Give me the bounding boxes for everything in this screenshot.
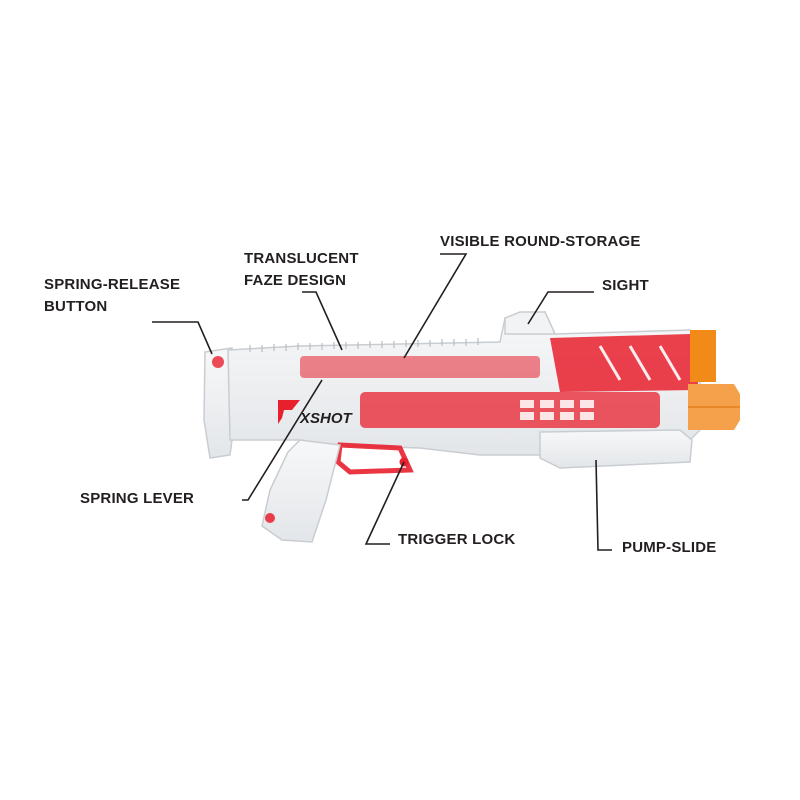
callout-line: SPRING LEVER bbox=[80, 490, 195, 507]
tube-vents bbox=[520, 400, 594, 420]
callout-spring-lever: SPRING LEVER bbox=[80, 488, 194, 510]
callout-sight: SIGHT bbox=[602, 275, 649, 297]
round-storage bbox=[300, 356, 540, 378]
leader-sight bbox=[527, 291, 594, 325]
sight bbox=[504, 311, 557, 335]
callout-line: SPRING-RELEASE bbox=[44, 276, 181, 293]
callout-visible-round-storage: VISIBLE ROUND-STORAGE bbox=[440, 231, 641, 253]
grip bbox=[261, 439, 341, 543]
trigger-guard bbox=[335, 442, 414, 475]
leader-round-storage bbox=[403, 253, 468, 359]
leader-pump-slide bbox=[595, 459, 612, 551]
spring-release-button bbox=[212, 356, 224, 368]
leader-spring-release bbox=[152, 321, 213, 355]
callout-line: FAZE DESIGN bbox=[244, 272, 347, 289]
callout-line: TRANSLUCENT bbox=[244, 250, 359, 267]
leader-translucent-faze bbox=[302, 291, 343, 351]
callout-line: PUMP-SLIDE bbox=[622, 539, 717, 556]
front-red-panel bbox=[550, 334, 698, 392]
grip-cap bbox=[265, 513, 275, 523]
plunger-tube bbox=[360, 392, 660, 428]
xshot-logo: XSHOT bbox=[278, 400, 354, 427]
callout-line: VISIBLE ROUND-STORAGE bbox=[440, 233, 641, 250]
callout-line: SIGHT bbox=[602, 277, 649, 294]
top-rail bbox=[249, 338, 479, 352]
pump-slide bbox=[539, 429, 693, 469]
callout-pump-slide: PUMP-SLIDE bbox=[622, 537, 717, 559]
callout-spring-release-button: SPRING-RELEASE BUTTON bbox=[44, 274, 180, 318]
front-panel-graphics bbox=[598, 345, 682, 381]
callout-translucent-faze-design: TRANSLUCENT FAZE DESIGN bbox=[244, 248, 359, 292]
muzzle-tips bbox=[688, 330, 740, 430]
callout-trigger-lock: TRIGGER LOCK bbox=[398, 529, 515, 551]
logo-text: XSHOT bbox=[299, 410, 354, 427]
leader-trigger-lock bbox=[364, 461, 405, 545]
callout-line: TRIGGER LOCK bbox=[398, 531, 516, 548]
leader-spring-lever bbox=[242, 379, 323, 501]
callout-line: BUTTON bbox=[44, 298, 108, 315]
leader-lines bbox=[152, 253, 612, 551]
